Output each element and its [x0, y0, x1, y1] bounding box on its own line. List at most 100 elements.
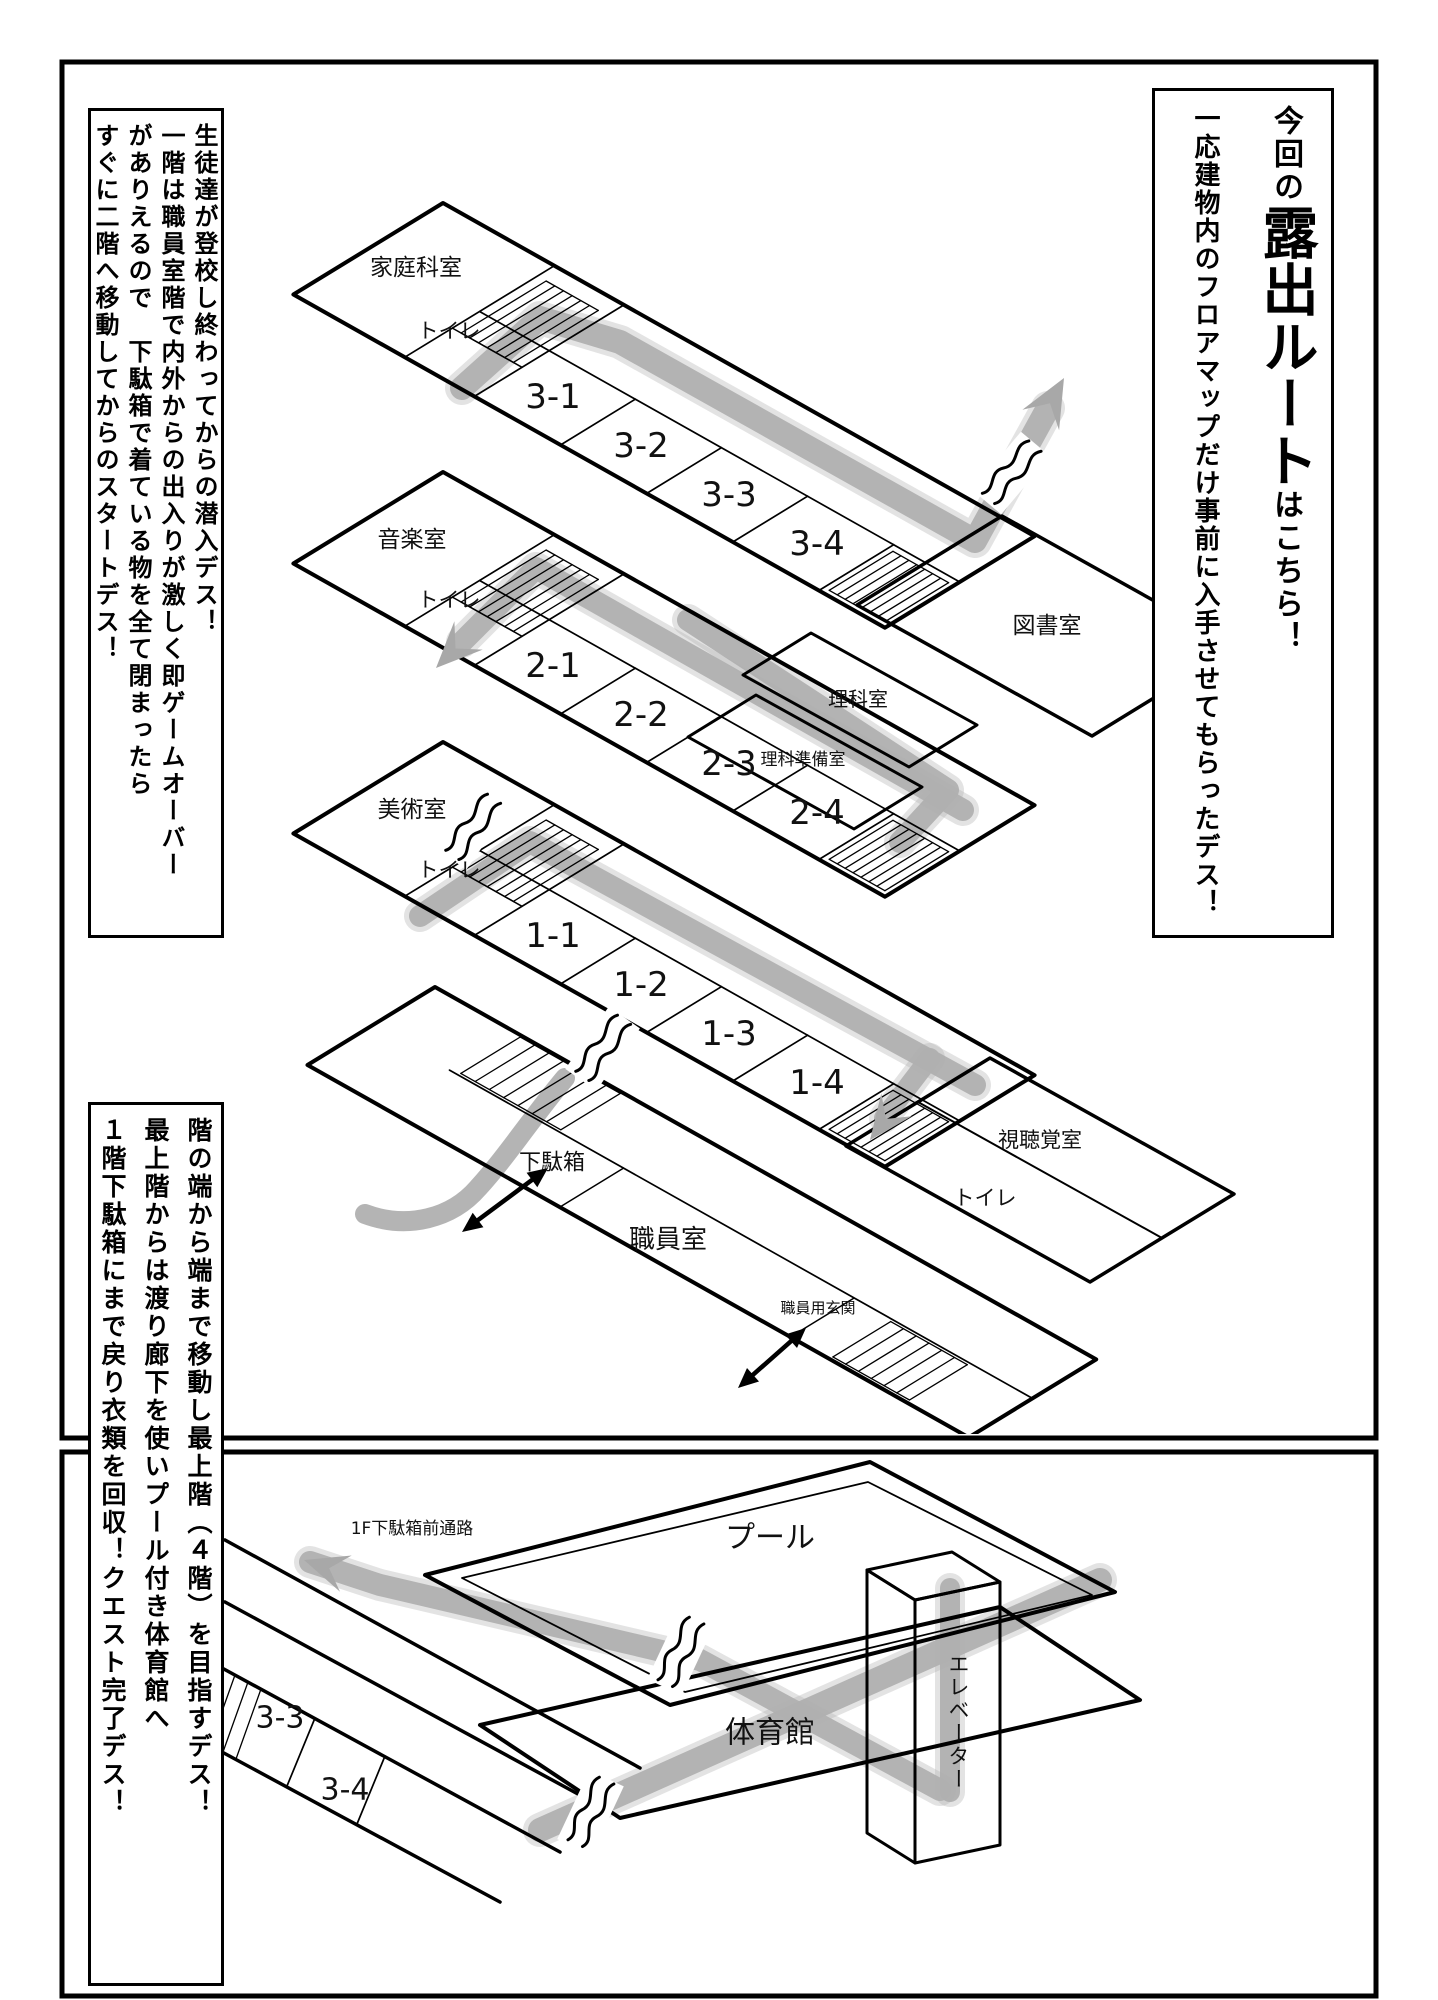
map-line [868, 573, 934, 614]
map-line [545, 819, 599, 851]
map-line [559, 937, 637, 985]
map-line [560, 1092, 621, 1131]
route-arrowhead [870, 1093, 912, 1140]
label-lower-class-3-4: 3-4 [321, 1773, 370, 1808]
map-line [223, 1538, 642, 1770]
label-home-ec-room: 家庭科室 [370, 255, 462, 281]
map-line [486, 564, 573, 618]
map-line [305, 985, 1099, 1434]
map-line [460, 332, 514, 364]
entrance-arrowhead [738, 1368, 759, 1388]
label-class-1-4: 1-4 [789, 1063, 845, 1103]
map-line [545, 549, 599, 581]
map-line [448, 1069, 1034, 1400]
map-line [865, 1568, 917, 1865]
map-line [478, 849, 961, 1122]
label-toilet-1f: トイレ [418, 858, 481, 882]
map-line [356, 1755, 386, 1825]
map-line [818, 812, 895, 861]
map-line [223, 1600, 602, 1808]
map-line [731, 1034, 809, 1082]
entrance-arrowhead [462, 1212, 484, 1232]
map-line [486, 295, 573, 349]
map-line [870, 1342, 930, 1380]
label-class-1-3: 1-3 [701, 1014, 757, 1054]
map-line [469, 554, 556, 608]
label-science-room: 理科室 [828, 687, 888, 711]
map-line [220, 1750, 502, 1904]
map-line [868, 1112, 934, 1153]
map-line [423, 1460, 1117, 1707]
map-line [477, 559, 565, 613]
map-line [896, 1356, 956, 1394]
intro-narration-box: 生徒達が登校し終わってからの潜入デス！ 一階は職員室階で内外からの出入りが激しく… [88, 108, 224, 938]
map-line [512, 848, 599, 903]
label-elevator: エレベーター [946, 1653, 970, 1791]
header-pre: 今回の [1268, 105, 1303, 204]
top-panel-border [59, 59, 1379, 1441]
label-staff-entrance: 職員用玄関 [780, 1299, 855, 1317]
map-line [469, 824, 556, 878]
map-line [409, 831, 986, 1096]
map-line [460, 1072, 562, 1131]
map-line [828, 1128, 886, 1162]
map-line [503, 304, 591, 359]
map-line [876, 846, 942, 887]
map-line [512, 309, 599, 364]
map-line [503, 843, 591, 898]
label-pool: プール [725, 1521, 815, 1556]
building-face [867, 1570, 915, 1863]
map-line [860, 1107, 926, 1148]
map-line [645, 446, 723, 495]
map-line [818, 543, 895, 592]
map-line [860, 568, 926, 609]
map-line [503, 1060, 564, 1099]
label-toilet-2f: トイレ [418, 588, 481, 612]
map-line [818, 1082, 895, 1131]
map-line [876, 577, 942, 618]
intro-col-4: すぐに二階へ移動してからのスタートデス！ [91, 123, 119, 663]
map-line [528, 1568, 1112, 1842]
map-line [460, 819, 547, 873]
map-line [741, 631, 979, 769]
route-arrowhead [436, 621, 483, 668]
map-line [478, 1605, 1142, 1820]
label-class-2-2: 2-2 [613, 695, 669, 735]
map-line [836, 1094, 902, 1135]
outro-narration-box: 階の端から端まで移動し最上階（４階）を目指すデス！ 最上階からは渡り廊下を使いプ… [88, 1102, 224, 1986]
label-class-3-2: 3-2 [613, 426, 669, 466]
ground-uturn-route [355, 1068, 575, 1232]
map-line [460, 1036, 521, 1075]
intro-col-3: がありえるので 下駄箱で着ている物を全て閉まったら [124, 123, 152, 798]
building-face [743, 633, 977, 767]
label-gym: 体育館 [725, 1716, 815, 1751]
map-line [460, 280, 547, 334]
map-line [469, 285, 556, 339]
map-line [828, 550, 894, 591]
label-class-1-2: 1-2 [613, 965, 669, 1005]
header-title-column: 今回の露出ルートはこちら！ [1239, 105, 1331, 921]
map-line [836, 824, 902, 865]
map-line [852, 833, 918, 874]
route-arrowhead [1022, 378, 1064, 431]
map-line [917, 1101, 1163, 1239]
intro-col-2: 一階は職員室階で内外からの出入りが激しく即ゲームオーバー [157, 123, 185, 879]
label-av-room: 視聴覚室 [998, 1128, 1082, 1152]
label-science-prep-room: 理科準備室 [761, 750, 846, 770]
label-shoe-lockers: 下駄箱 [519, 1151, 585, 1176]
map-line [686, 693, 924, 831]
map-line [884, 582, 950, 623]
map-line [828, 819, 894, 860]
route-break-squiggle [565, 1006, 640, 1091]
label-class-2-3: 2-3 [701, 744, 757, 784]
map-line [488, 1052, 550, 1091]
map-line [731, 495, 809, 543]
header-post: はこちら！ [1268, 489, 1303, 654]
map-line [876, 1116, 942, 1157]
map-line [474, 1044, 536, 1083]
map-line [828, 1089, 894, 1130]
route-break-squiggle [647, 1610, 714, 1696]
route-arrowhead [304, 1555, 352, 1592]
